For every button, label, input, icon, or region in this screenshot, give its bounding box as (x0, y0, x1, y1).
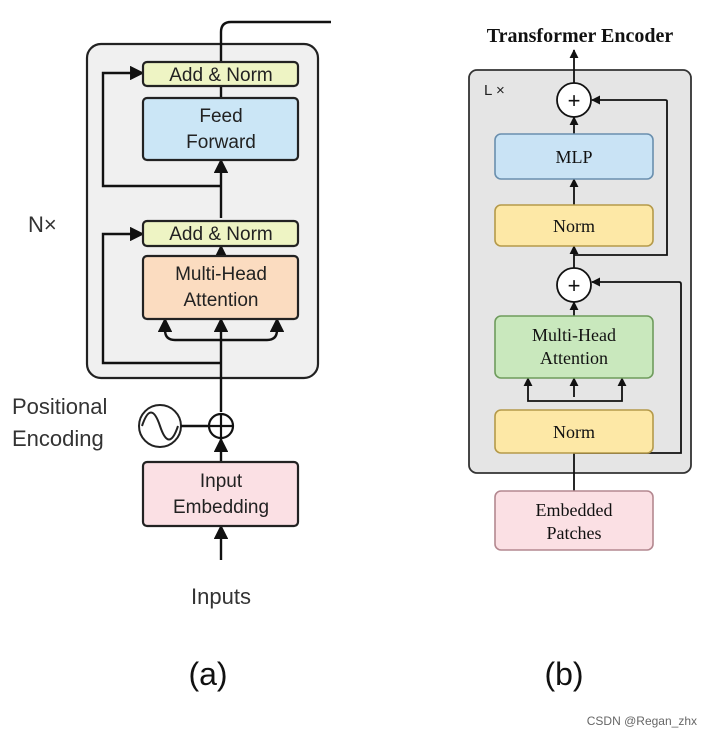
multi-head-attention-label-line2: Attention (184, 290, 259, 311)
attention-input-split (163, 329, 279, 342)
residual-connection-top (101, 65, 221, 188)
repeat-label-l: L × (484, 82, 505, 99)
norm-bottom-label: Norm (553, 422, 595, 442)
norm-bottom-box (494, 409, 654, 454)
add-norm-bottom-box (141, 219, 300, 248)
caption-b: (b) (544, 656, 583, 692)
residual-connection-lower (574, 277, 682, 454)
add-norm-top-label: Add & Norm (169, 65, 272, 86)
feed-forward-label-line2: Forward (186, 132, 256, 153)
norm-top-label: Norm (553, 216, 595, 236)
diagram-a: Add & Norm Feed Forward Add & Norm Multi… (12, 20, 331, 692)
feed-forward-box (141, 96, 300, 162)
embedded-patches-label-line2: Patches (547, 523, 602, 543)
residual-connection-upper (574, 95, 668, 256)
watermark: CSDN @Regan_zhx (587, 714, 697, 728)
diagram-b: Transformer Encoder L × + + MLP Norm Mul… (468, 25, 692, 692)
residual-add-icon-lower (556, 267, 592, 303)
caption-a: (a) (188, 656, 227, 692)
input-embedding-label-line2: Embedding (173, 497, 269, 518)
mlp-box (494, 133, 654, 180)
positional-encoding-label-line1: Positional (12, 394, 107, 419)
residual-connection-bottom (101, 226, 221, 365)
embedded-patches-box (494, 490, 654, 551)
plus-symbol-lower: + (568, 273, 581, 298)
output-line (219, 20, 331, 62)
multi-head-attention-label-line2-b: Attention (540, 348, 608, 368)
multi-head-attention-box (141, 254, 300, 321)
norm-top-box (494, 204, 654, 247)
multi-head-attention-label-line1: Multi-Head (175, 264, 267, 285)
feed-forward-label-line1: Feed (199, 106, 242, 127)
input-embedding-label-line1: Input (200, 471, 243, 492)
embedded-patches-label-line1: Embedded (536, 500, 613, 520)
add-norm-bottom-label: Add & Norm (169, 224, 272, 245)
input-embedding-box (141, 460, 300, 528)
inputs-label: Inputs (191, 584, 251, 609)
multi-head-attention-box-b (494, 315, 654, 379)
repeat-label-n: N× (28, 212, 57, 237)
add-norm-top-box (141, 60, 300, 88)
multi-head-attention-label-line1-b: Multi-Head (532, 325, 616, 345)
encoder-container-a (85, 42, 320, 380)
residual-add-icon-upper (556, 82, 592, 118)
plus-symbol-upper: + (568, 88, 581, 113)
mlp-label: MLP (555, 147, 592, 167)
sine-wave-icon (141, 411, 179, 441)
attention-input-split (527, 397, 623, 402)
positional-encoding-label-line2: Encoding (12, 426, 104, 451)
transformer-encoder-title: Transformer Encoder (487, 25, 674, 47)
